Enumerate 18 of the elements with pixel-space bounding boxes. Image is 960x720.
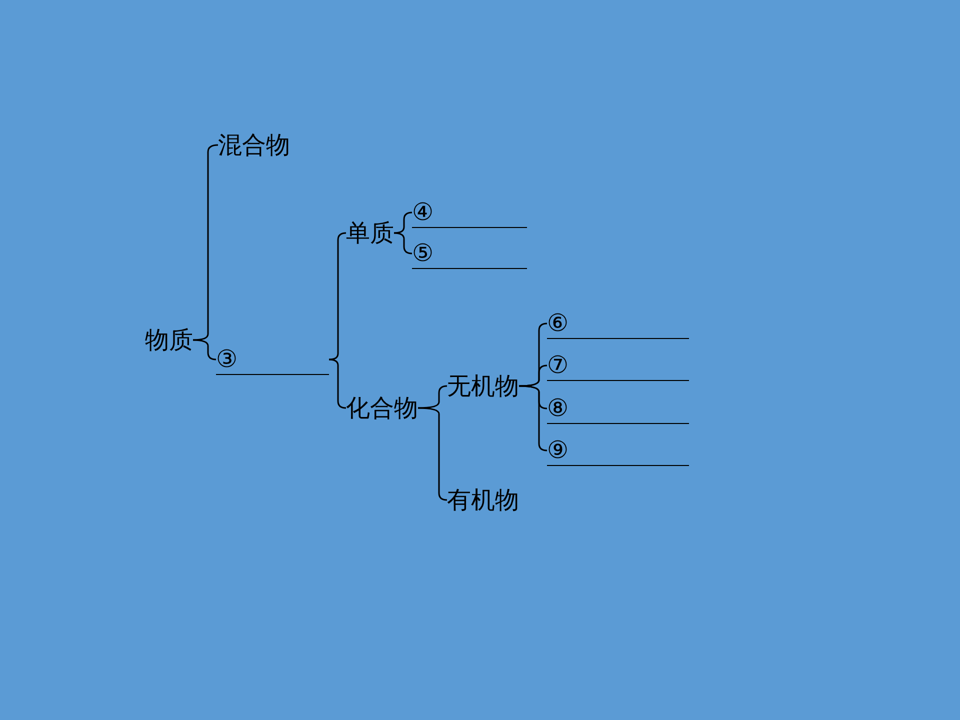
fill-in-line: ⑧ bbox=[547, 393, 689, 424]
brace bbox=[394, 212, 412, 234]
brace bbox=[518, 364, 548, 387]
fill-in-line: ③ bbox=[216, 344, 329, 375]
brace bbox=[418, 385, 448, 409]
category-label: 化合物 bbox=[346, 393, 418, 423]
category-label: 物质 bbox=[145, 325, 193, 355]
category-label: 混合物 bbox=[218, 130, 290, 160]
category-label: 无机物 bbox=[447, 371, 519, 401]
category-label: 有机物 bbox=[447, 485, 519, 515]
fill-in-line: ⑨ bbox=[547, 435, 689, 466]
fill-in-line: ⑦ bbox=[547, 350, 689, 381]
fill-in-line: ⑥ bbox=[547, 308, 689, 339]
fill-in-line: ⑤ bbox=[412, 238, 527, 269]
fill-in-line: ④ bbox=[412, 197, 527, 228]
category-label: 单质 bbox=[346, 218, 394, 248]
brace bbox=[394, 232, 412, 254]
brace bbox=[192, 339, 216, 360]
